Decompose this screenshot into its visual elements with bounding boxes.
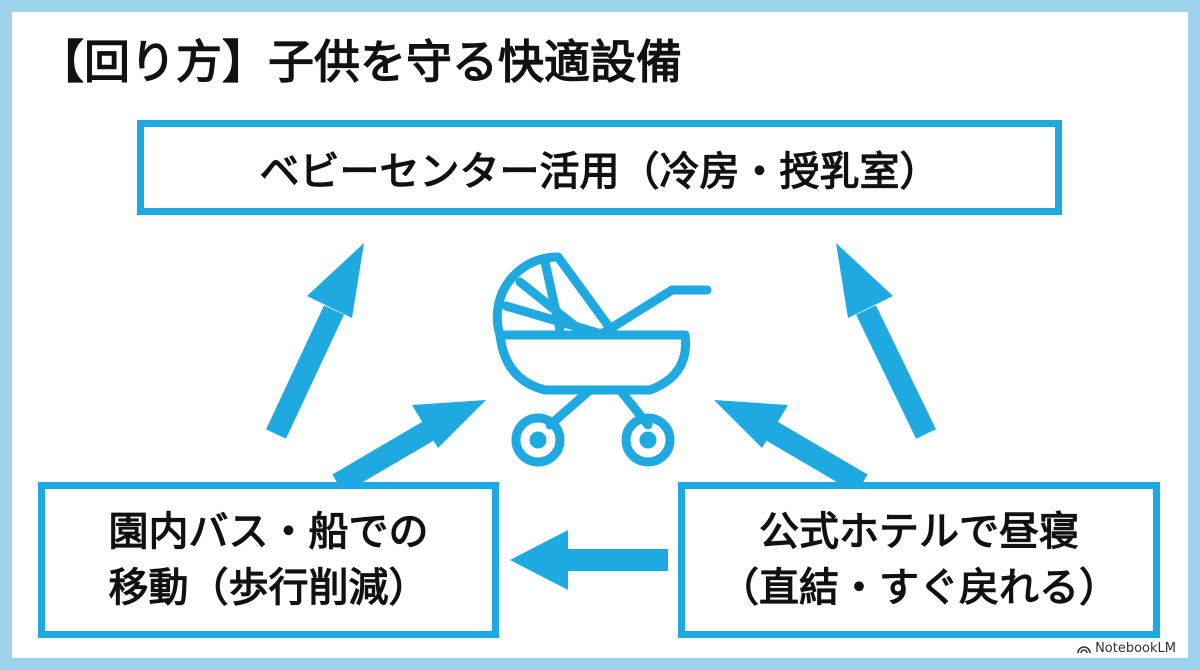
notebooklm-watermark: NotebookLM: [1077, 641, 1176, 656]
watermark-text: NotebookLM: [1095, 641, 1176, 656]
node-park-transport-line-2: 移動（歩行削減）: [108, 565, 429, 611]
node-park-transport: 園内バス・船での 移動（歩行削減）: [38, 482, 499, 638]
notebooklm-logo-icon: [1077, 645, 1091, 653]
arrow-right-to-left: [510, 530, 668, 590]
node-hotel-nap-line-2: （直結・すぐ戻れる）: [719, 565, 1119, 611]
node-park-transport-line-1: 園内バス・船での: [108, 509, 429, 555]
arrow-right-to-center: [714, 400, 868, 494]
baby-stroller-icon: [492, 252, 712, 467]
arrow-left-to-top: [266, 243, 364, 439]
arrow-left-to-center: [332, 400, 486, 494]
node-hotel-nap-line-1: 公式ホテルで昼寝: [759, 509, 1079, 555]
arrow-right-to-top: [836, 243, 936, 439]
node-hotel-nap: 公式ホテルで昼寝 （直結・すぐ戻れる）: [678, 482, 1160, 638]
node-baby-center: ベビーセンター活用（冷房・授乳室）: [137, 120, 1062, 215]
slide-title: 【回り方】子供を守る快適設備: [38, 35, 682, 89]
node-baby-center-label: ベビーセンター活用（冷房・授乳室）: [259, 148, 940, 195]
